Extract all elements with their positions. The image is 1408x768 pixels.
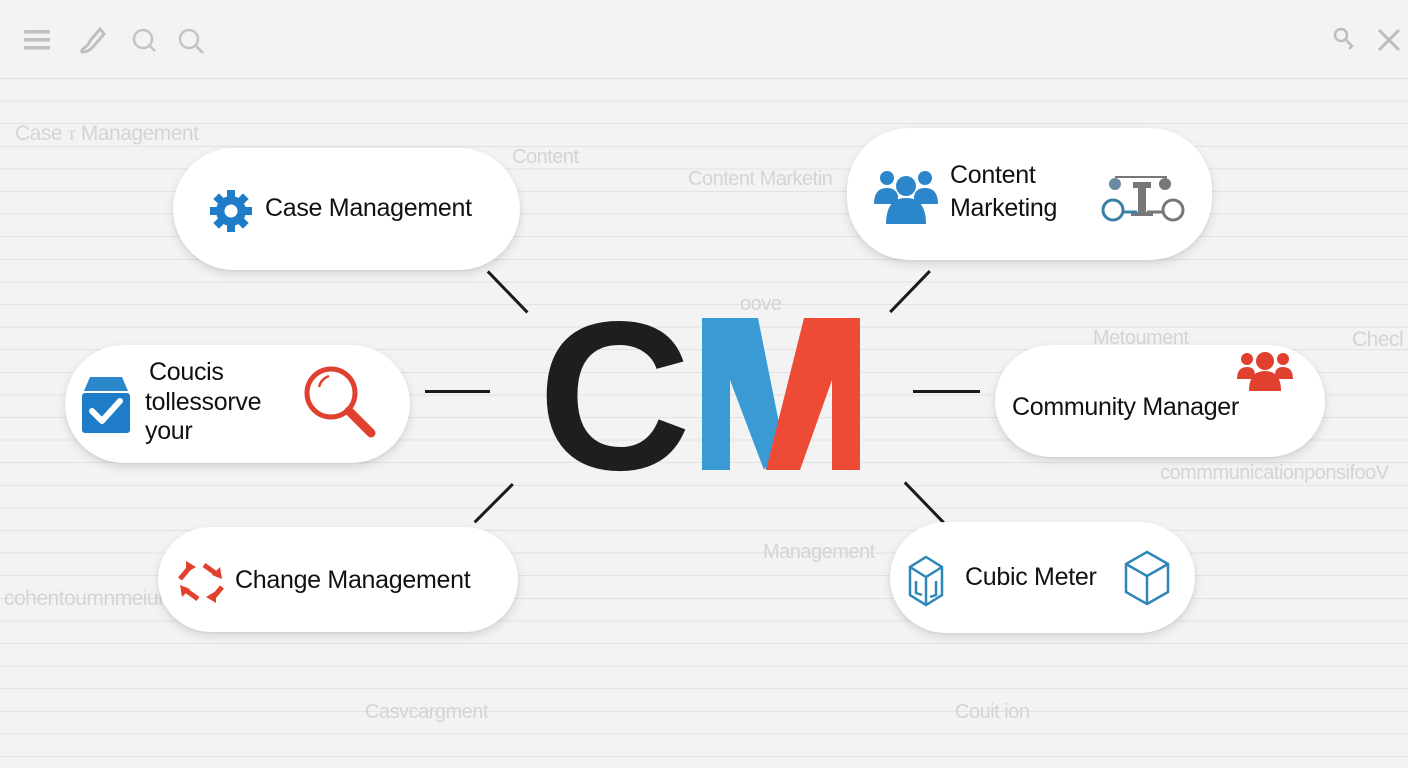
cubic-meter-label: Cubic Meter	[965, 563, 1097, 591]
brush-icon[interactable]	[78, 26, 108, 54]
users-icon	[874, 171, 938, 224]
search-icon[interactable]	[130, 26, 160, 54]
magnifier-icon	[304, 366, 376, 438]
checkbox-icon	[82, 377, 130, 433]
cubic-meter-card[interactable]: Cubic Meter	[890, 522, 1195, 633]
background-text: Couit ion	[955, 701, 1030, 723]
background-text: commmunicationponsifooV	[1160, 462, 1389, 484]
background-text: Case ꭲ Management	[15, 122, 199, 145]
coucis-label-line3: your	[145, 417, 193, 445]
gear-icon	[210, 190, 252, 232]
background-text: cohentoumnmeiun	[4, 587, 170, 610]
users-icon	[1237, 352, 1293, 391]
connector-line	[425, 390, 490, 393]
close-icon[interactable]	[1376, 27, 1402, 53]
coucis-label-line1: Coucis	[149, 358, 224, 386]
background-text: Management	[763, 541, 875, 563]
change-management-card[interactable]: Change Management	[158, 527, 518, 632]
connector-line	[913, 390, 980, 393]
background-text: Checl	[1352, 328, 1404, 351]
case-management-label: Case Management	[265, 194, 472, 222]
search-icon[interactable]	[176, 26, 208, 56]
case-management-card[interactable]: Case Management	[173, 148, 520, 270]
community-manager-label: Community Manager	[1012, 393, 1239, 421]
menu-icon[interactable]	[22, 28, 52, 52]
background-text: Casvcargment	[365, 701, 488, 723]
background-text: oove	[740, 293, 782, 315]
content-marketing-label-line2: Marketing	[950, 194, 1058, 222]
key-search-icon[interactable]	[1332, 26, 1360, 54]
cube-icon	[1124, 550, 1170, 606]
content-marketing-card[interactable]: Content Marketing	[847, 128, 1212, 260]
coucis-card[interactable]: Coucis tollessorve your	[65, 345, 410, 463]
content-marketing-label-line1: Content	[950, 161, 1036, 189]
cube-icon	[908, 555, 944, 607]
connector-icon	[1101, 176, 1185, 222]
coucis-label-line2: tollessorve	[145, 388, 262, 416]
community-manager-card[interactable]: Community Manager	[995, 345, 1325, 457]
background-text: Metoument	[1093, 327, 1189, 349]
logo-letter-m	[702, 318, 860, 470]
change-management-label: Change Management	[235, 566, 471, 594]
background-text: Content	[512, 146, 579, 168]
logo-letter-c: C	[538, 277, 692, 514]
background-text: Content Marketin	[688, 168, 833, 190]
refresh-arrows-icon	[178, 561, 224, 603]
